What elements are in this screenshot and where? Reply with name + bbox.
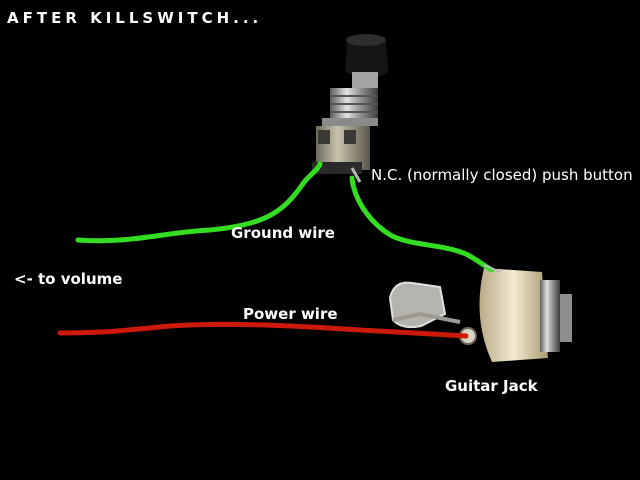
switch-base [312,162,362,174]
ground-wire-label: Ground wire [231,224,335,242]
switch-terminal [350,167,362,183]
ground-wire-tip [483,264,501,273]
power-wire [57,321,469,339]
jack-body [479,268,548,362]
switch-nut [322,118,378,126]
page-title: AFTER KILLSWITCH... [7,9,263,27]
guitar-jack [388,268,572,362]
power-wire-label: Power wire [243,305,338,323]
jack-nut [540,280,560,352]
guitar-jack-label: Guitar Jack [445,377,538,395]
to-volume-label: <- to volume [14,270,123,288]
ground-wire-to-volume [75,161,323,244]
switch-stem [352,72,378,90]
push-button-label: N.C. (normally closed) push button [371,166,633,184]
ground-wire-to-jack [349,175,495,273]
jack-sleeve [560,294,572,342]
push-button-switch [312,34,388,183]
button-cap [345,40,388,78]
